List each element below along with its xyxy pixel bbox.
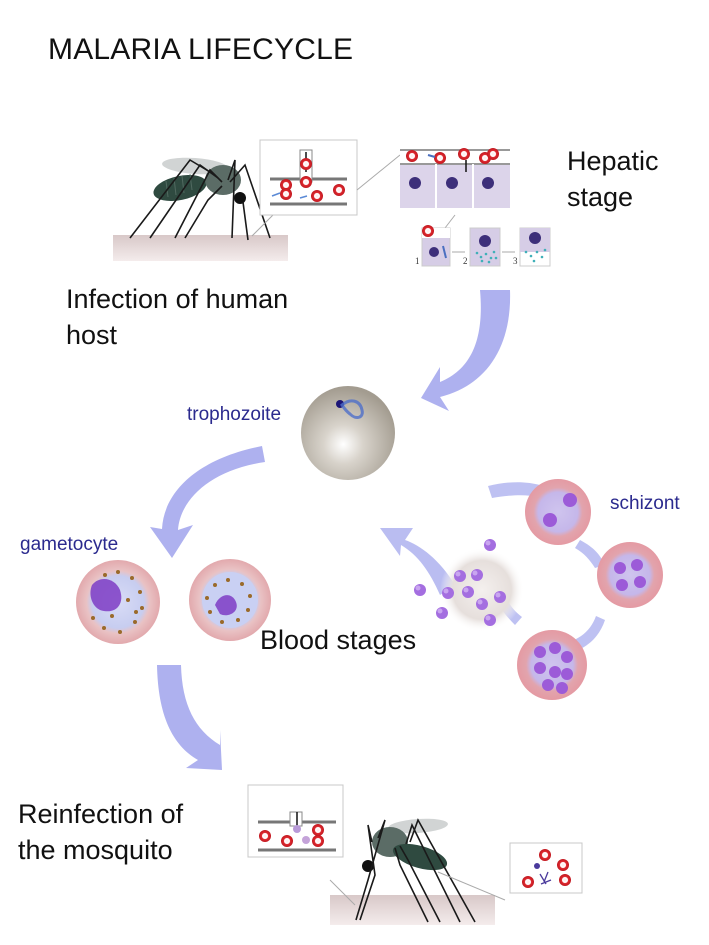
mosquito-legs [129,158,271,241]
blood-meal-inset [247,784,344,858]
hepatic-stage-label-line2: stage [567,182,634,212]
mosquito-abdomen [153,174,207,202]
reinfection-of-mosquito-label: Reinfection of the mosquito [18,796,183,868]
skin-surface [113,235,288,261]
trophozoite-cell [301,386,395,480]
schizont-cells [517,479,663,700]
infection-label-line2: host [66,320,118,350]
bite-vessel-inset [259,139,358,216]
gametocyte-cells [76,559,271,644]
arrow-blood-stages-to-trophozoite [380,528,455,595]
reinfection-label-line1: Reinfection of [18,799,184,829]
liver-hepatocyte-inset [400,148,510,229]
gametocyte-label: gametocyte [20,534,119,555]
mosquito-thorax [205,165,241,195]
blood-stages-label: Blood stages [260,625,417,655]
arrow-trophozoite-to-gametocyte [150,446,265,558]
arrow-hepatic-to-trophozoite [421,290,511,411]
infection-label-line1: Infection of human [66,284,289,314]
merozoite-burst [414,539,524,632]
infection-of-human-host-label: Infection of human host [66,281,288,353]
hepatic-stage-label-line1: Hepatic [567,146,659,176]
trophozoite-label: trophozoite [187,404,282,425]
hepatic-stage-sequence [421,225,551,267]
mosquito-head [234,192,246,204]
page-title: MALARIA LIFECYCLE [48,33,354,66]
arrow-gametocyte-to-mosquito [157,665,222,770]
skin-surface-bottom [330,895,495,925]
mosquito-reinfection-illustration [329,818,506,925]
hepatic-stage-label: Hepatic stage [567,143,659,215]
schizont-label: schizont [610,493,680,514]
mosquito-feeding-illustration [113,157,288,261]
reinfection-label-line2: the mosquito [18,835,173,865]
mosquito-gut-inset [509,842,583,894]
